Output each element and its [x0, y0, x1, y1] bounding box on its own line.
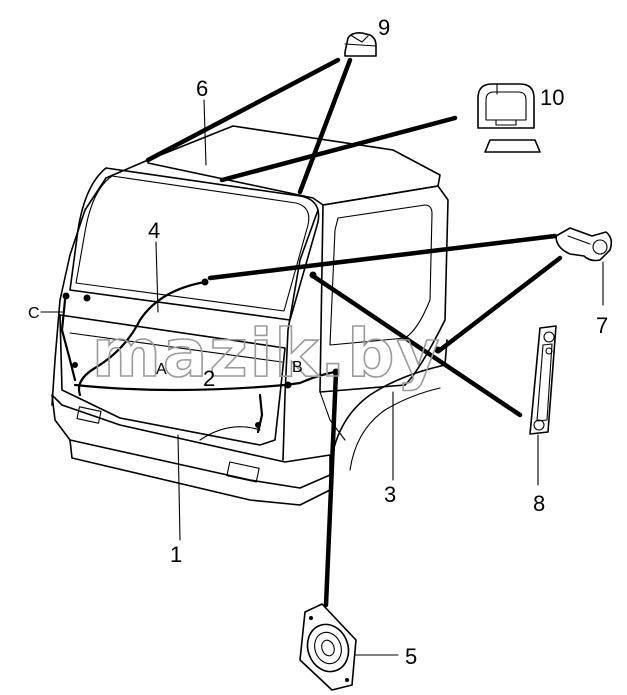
callout-labels: 9 10 6 4 7 2 3 8 1 5 — [148, 15, 608, 669]
connector-dot — [72, 362, 78, 368]
dome-light — [344, 32, 377, 57]
connector-dot — [201, 278, 209, 286]
callout-7: 7 — [596, 313, 608, 338]
speaker — [299, 603, 357, 691]
windshield-outer — [69, 167, 320, 321]
front-panel — [59, 314, 286, 446]
harness-to-door — [298, 370, 337, 385]
connector-dot — [284, 381, 292, 389]
bumper-lamp-left — [76, 406, 102, 424]
leader-7-lower — [437, 255, 563, 353]
callout-1: 1 — [170, 542, 182, 567]
callout-5: 5 — [405, 644, 417, 669]
wheel-arch — [329, 339, 448, 471]
leader-5 — [323, 369, 339, 608]
leader-9-right — [297, 57, 353, 195]
harness-left-drop — [60, 298, 77, 382]
connector-label-a: A — [156, 361, 167, 378]
callout-6: 6 — [196, 76, 208, 101]
grille-slot — [199, 426, 261, 441]
harness-cross — [73, 381, 302, 392]
leader-9-left — [145, 57, 341, 163]
front-panel-crease — [69, 332, 283, 363]
grab-handle — [529, 325, 557, 435]
bumper-lower — [69, 439, 331, 506]
bumper-lamp-right — [226, 461, 260, 483]
leader-10 — [219, 115, 458, 183]
callout-10: 10 — [540, 85, 564, 110]
side-door — [319, 185, 449, 393]
front-bumper — [51, 394, 331, 489]
door-lower-edge — [319, 391, 346, 441]
leader-lines — [40, 57, 604, 656]
cab-front-outline — [51, 159, 149, 406]
connector-dot — [255, 422, 261, 428]
watermark-text: mazik.by — [92, 315, 442, 392]
rear-view-mirror — [477, 83, 541, 153]
wheel-arch-inner — [349, 387, 441, 471]
connector-label-b: B — [292, 359, 303, 376]
callout-9: 9 — [378, 15, 390, 40]
callout-8: 8 — [533, 491, 545, 516]
connector-label-c: C — [28, 305, 40, 322]
side-marker-lamp — [555, 227, 613, 262]
harness-main — [77, 280, 207, 397]
callout-2: 2 — [203, 366, 215, 391]
leader-4 — [155, 241, 159, 313]
connector-dot — [83, 294, 91, 302]
leader-7 — [207, 233, 558, 281]
leader-6 — [203, 99, 207, 166]
leader-1 — [177, 434, 181, 541]
windshield-inner — [75, 175, 310, 312]
callout-3: 3 — [384, 482, 396, 507]
connector-labels: A B C — [28, 305, 303, 378]
connector-dot — [62, 292, 70, 300]
front-pillar — [282, 209, 319, 461]
leader-8 — [310, 273, 523, 418]
callout-4: 4 — [148, 218, 160, 243]
